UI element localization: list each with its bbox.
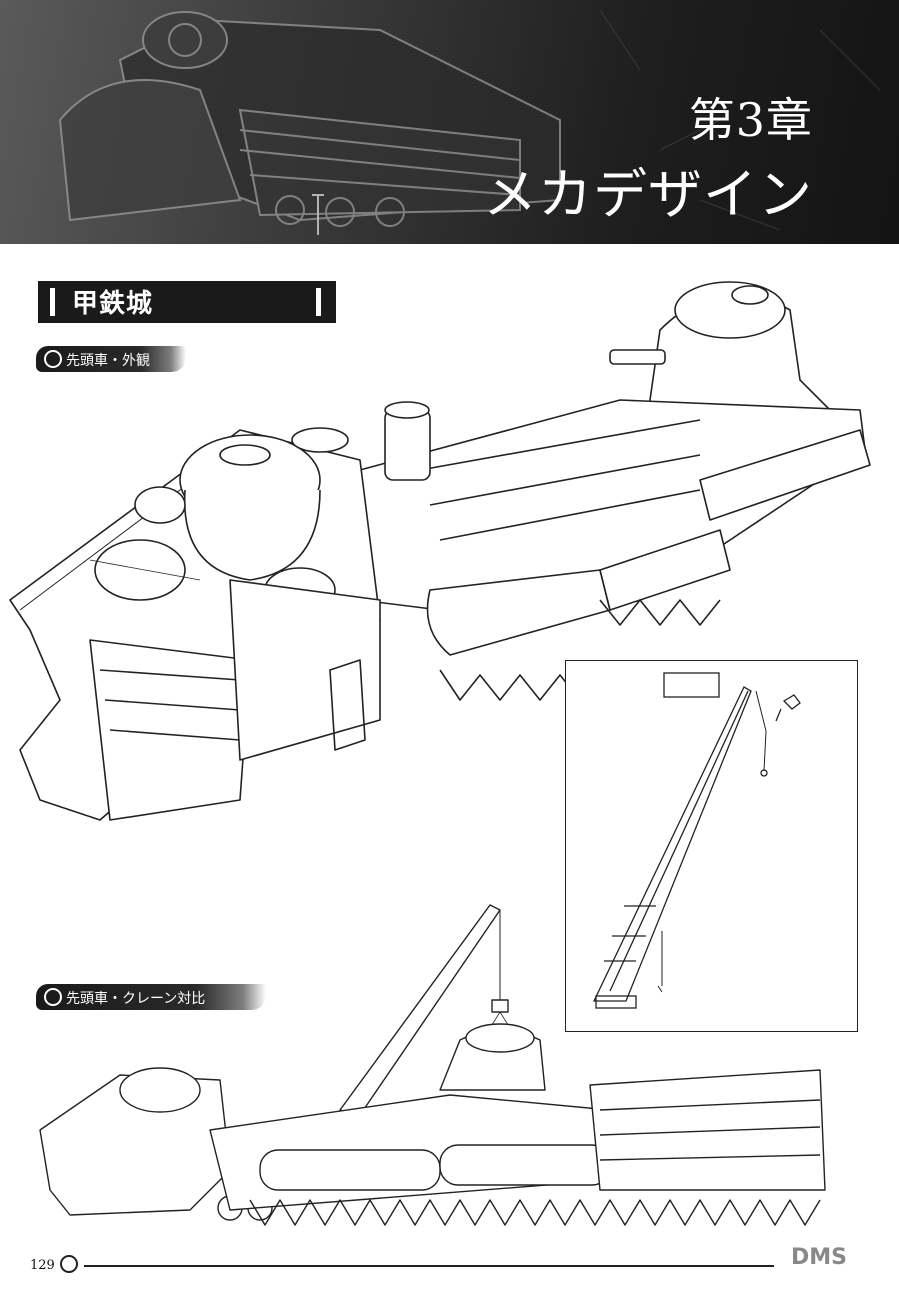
crane-sketch-frame: [565, 660, 858, 1032]
caption-lead-car-crane-comparison: 先頭車・クレーン対比: [66, 991, 206, 1007]
ring-icon: [44, 350, 62, 368]
locomotive-banner-art: [58, 9, 881, 235]
lead-car-exterior-illustration: [9, 281, 871, 821]
lead-car-crane-comparison-illustration: [39, 904, 826, 1226]
chapter-title: メカデザイン: [483, 163, 813, 226]
header-banner: [0, 0, 899, 244]
section-title: 甲鉄城: [72, 289, 154, 319]
chapter-number: 第3章: [688, 93, 813, 147]
footer-emblem-icon: [60, 1255, 78, 1273]
section-label-box: [38, 281, 336, 323]
crane-sketch: [592, 672, 801, 1009]
caption-lead-car-exterior: 先頭車・外観: [66, 353, 150, 369]
watermark-logo: DMS: [791, 1245, 847, 1270]
caption-brush-crane: [36, 984, 266, 1010]
section-bar-right: [316, 288, 321, 316]
section-bar-left: [50, 288, 55, 316]
footer-rule: [84, 1265, 774, 1267]
page-number: 129: [30, 1258, 55, 1273]
ring-icon: [44, 988, 62, 1006]
